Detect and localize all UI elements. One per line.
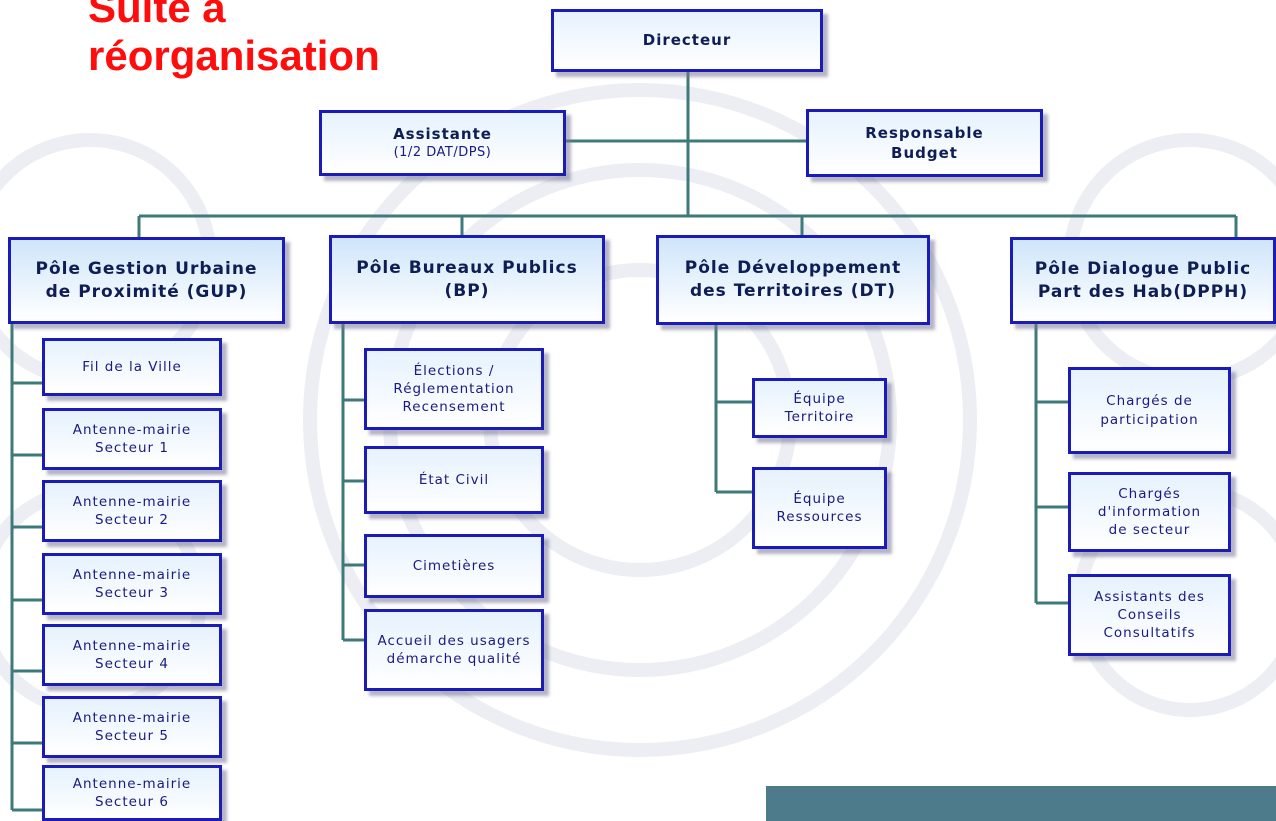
dt-unit-line: Équipe — [793, 390, 846, 407]
gup-unit-line: Secteur 4 — [95, 656, 169, 672]
budget-box: Responsable Budget — [806, 109, 1043, 177]
bp-unit-line: Accueil des usagers — [377, 632, 531, 649]
gup-unit-line: Secteur 1 — [95, 440, 169, 456]
bp-unit-line: Recensement — [402, 399, 506, 416]
gup-unit-line: Antenne-mairie — [72, 775, 192, 792]
pole-bp-line1: Pôle Bureaux Publics — [356, 257, 578, 278]
pole-dpph-line1: Pôle Dialogue Public — [1034, 258, 1252, 279]
dpph-unit-conseils: Assistants des Conseils Consultatifs — [1068, 574, 1231, 656]
dpph-unit-line: Consultatifs — [1103, 625, 1196, 642]
bp-unit-line: État Civil — [418, 471, 490, 488]
gup-unit-secteur-6: Antenne-mairie Secteur 6 — [42, 765, 222, 821]
dt-unit-line: Équipe — [793, 490, 846, 507]
slide-title-line1: Suite à — [88, 0, 226, 31]
dpph-unit-participation: Chargés de participation — [1068, 367, 1231, 454]
gup-unit-line: Antenne-mairie — [72, 637, 192, 654]
pole-dt-line1: Pôle Développement — [684, 258, 902, 279]
dpph-unit-line: d'information — [1097, 503, 1202, 520]
gup-unit-line: Secteur 6 — [95, 794, 169, 810]
slide-title: Suite à réorganisation — [88, 0, 380, 80]
gup-unit-line: Antenne-mairie — [72, 566, 192, 583]
bp-unit-line: Cimetières — [412, 557, 496, 574]
dpph-unit-information: Chargés d'information de secteur — [1068, 472, 1231, 552]
gup-unit-secteur-4: Antenne-mairie Secteur 4 — [42, 624, 222, 686]
gup-unit-line: Antenne-mairie — [72, 493, 192, 510]
dt-unit-equipe-ressources: Équipe Ressources — [752, 467, 887, 549]
bp-unit-line: Élections / — [413, 362, 495, 379]
gup-unit-secteur-1: Antenne-mairie Secteur 1 — [42, 408, 222, 470]
gup-unit-line: Fil de la Ville — [82, 358, 182, 375]
gup-unit-line: Secteur 3 — [95, 585, 169, 601]
gup-unit-secteur-5: Antenne-mairie Secteur 5 — [42, 696, 222, 758]
budget-line2: Budget — [891, 144, 958, 162]
gup-unit-line: Secteur 2 — [95, 512, 169, 528]
gup-unit-line: Secteur 5 — [95, 728, 169, 744]
bp-unit-line: démarche qualité — [386, 651, 522, 667]
gup-unit-line: Antenne-mairie — [72, 421, 192, 438]
director-label: Directeur — [642, 31, 732, 50]
bp-unit-elections: Élections / Réglementation Recensement — [364, 348, 544, 430]
dt-unit-line: Ressources — [776, 509, 863, 525]
footer-bar — [766, 786, 1276, 821]
dpph-unit-line: Chargés de — [1106, 393, 1193, 410]
dpph-unit-line: de secteur — [1108, 522, 1191, 539]
pole-dt-line2: des Territoires (DT) — [689, 281, 897, 301]
assistant-box: Assistante (1/2 DAT/DPS) — [319, 110, 566, 176]
dt-unit-line: Territoire — [784, 409, 855, 425]
pole-bp-box: Pôle Bureaux Publics (BP) — [329, 235, 605, 324]
dt-unit-equipe-territoire: Équipe Territoire — [752, 378, 887, 438]
gup-unit-line: Antenne-mairie — [72, 709, 192, 726]
dpph-unit-line: Assistants des — [1094, 588, 1205, 605]
director-box: Directeur — [551, 9, 823, 72]
pole-dpph-line2: Part des Hab(DPPH) — [1037, 281, 1249, 302]
assistant-title: Assistante — [393, 125, 492, 144]
bp-unit-line: Réglementation — [393, 380, 515, 397]
pole-gup-box: Pôle Gestion Urbaine de Proximité (GUP) — [8, 237, 285, 324]
bp-unit-accueil: Accueil des usagers démarche qualité — [364, 609, 544, 691]
pole-bp-line2: (BP) — [444, 280, 490, 301]
dpph-unit-line: participation — [1100, 411, 1199, 428]
pole-gup-line1: Pôle Gestion Urbaine — [35, 258, 258, 279]
gup-unit-fil-de-la-ville: Fil de la Ville — [42, 338, 222, 396]
slide-title-line2: réorganisation — [88, 32, 380, 79]
assistant-subtitle: (1/2 DAT/DPS) — [393, 145, 492, 161]
gup-unit-secteur-3: Antenne-mairie Secteur 3 — [42, 553, 222, 615]
bp-unit-etat-civil: État Civil — [364, 446, 544, 514]
budget-line1: Responsable — [865, 123, 984, 142]
dpph-unit-line: Chargés — [1118, 485, 1181, 502]
dpph-unit-line: Conseils — [1117, 606, 1182, 623]
pole-gup-line2: de Proximité (GUP) — [45, 281, 248, 302]
pole-dt-box: Pôle Développement des Territoires (DT) — [656, 235, 930, 325]
pole-dpph-box: Pôle Dialogue Public Part des Hab(DPPH) — [1010, 237, 1276, 324]
gup-unit-secteur-2: Antenne-mairie Secteur 2 — [42, 480, 222, 542]
bp-unit-cimetieres: Cimetières — [364, 534, 544, 598]
